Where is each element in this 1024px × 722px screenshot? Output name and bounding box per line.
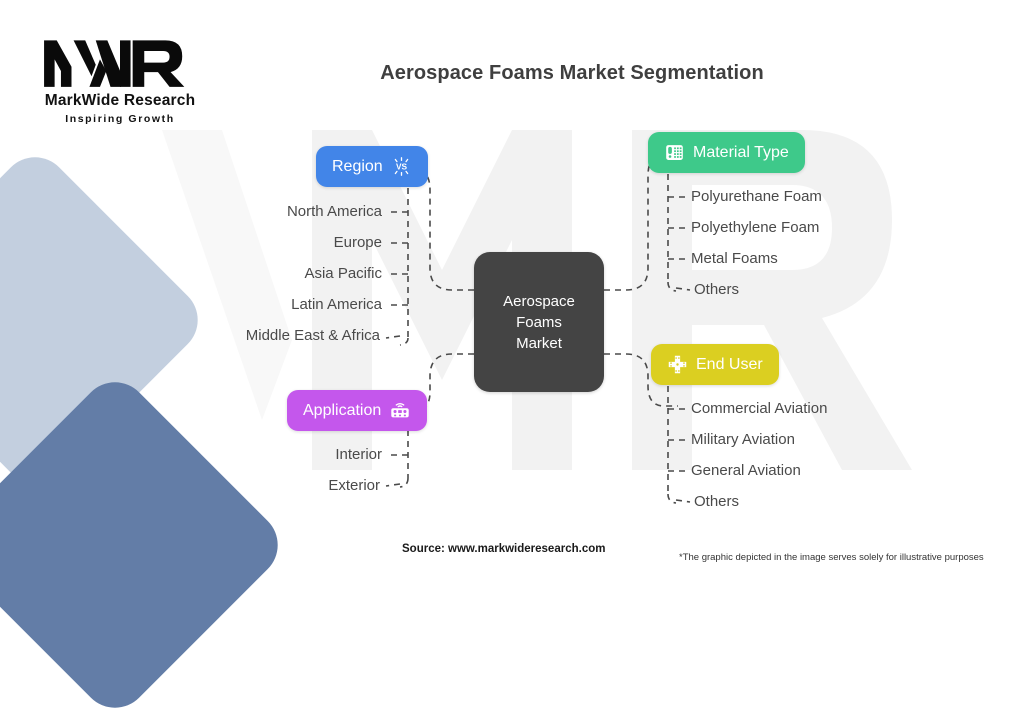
- badge-label-application: Application: [303, 401, 382, 419]
- center-node-line-2: Foams: [516, 313, 562, 331]
- badge-label-end-user: End User: [696, 355, 763, 373]
- leaf-item-material-type-0: Polyurethane Foam: [691, 188, 822, 205]
- leaf-item-end-user-3: Others: [694, 493, 740, 510]
- cross-puzzle-icon: [667, 354, 688, 375]
- remote-control-icon: [389, 400, 411, 422]
- disclaimer-label: *The graphic depicted in the image serve…: [679, 552, 984, 563]
- leaf-item-material-type-3: Others: [694, 281, 740, 298]
- connector-lines: [385, 153, 691, 504]
- leaf-item-application-1: Exterior: [328, 477, 380, 494]
- leaf-item-material-type-2: Metal Foams: [691, 250, 778, 267]
- versus-burst-icon: VS: [391, 156, 412, 177]
- telephone-icon: [664, 142, 685, 163]
- center-node: Aerospace Foams Market: [474, 252, 604, 392]
- svg-text:VS: VS: [396, 162, 408, 172]
- badge-label-region: Region: [332, 157, 383, 175]
- source-label: Source: www.markwideresearch.com: [402, 543, 606, 555]
- brand-logo: MarkWide Research Inspiring Growth: [30, 32, 210, 125]
- leaf-item-material-type-1: Polyethylene Foam: [691, 219, 820, 236]
- branch-badge-region[interactable]: Region VS: [316, 146, 428, 187]
- brand-tagline: Inspiring Growth: [65, 113, 175, 125]
- leaf-item-region-3: Latin America: [291, 296, 382, 313]
- leaf-item-end-user-2: General Aviation: [691, 462, 801, 479]
- branch-badge-application[interactable]: Application: [287, 390, 428, 431]
- leaf-item-region-1: Europe: [333, 234, 382, 251]
- mwr-monogram-icon: [44, 40, 185, 87]
- page-title: Aerospace Foams Market Segmentation: [380, 62, 764, 84]
- center-node-line-1: Aerospace: [503, 292, 575, 310]
- branch-badge-end-user[interactable]: End User: [651, 344, 779, 385]
- leaf-item-region-0: North America: [286, 203, 382, 220]
- branch-badge-material-type[interactable]: Material Type: [648, 132, 805, 173]
- leaf-item-region-4: Middle East & Africa: [245, 327, 380, 344]
- brand-name: MarkWide Research: [44, 92, 196, 109]
- leaf-item-region-2: Asia Pacific: [304, 265, 382, 282]
- center-node-line-3: Market: [516, 334, 562, 352]
- mwr-watermark: [162, 129, 912, 470]
- leaf-item-end-user-0: Commercial Aviation: [691, 400, 828, 417]
- leaf-item-application-0: Interior: [335, 446, 382, 463]
- badge-label-material-type: Material Type: [693, 143, 789, 161]
- background-decoration-layer: [0, 129, 912, 722]
- leaf-item-end-user-1: Military Aviation: [691, 431, 795, 448]
